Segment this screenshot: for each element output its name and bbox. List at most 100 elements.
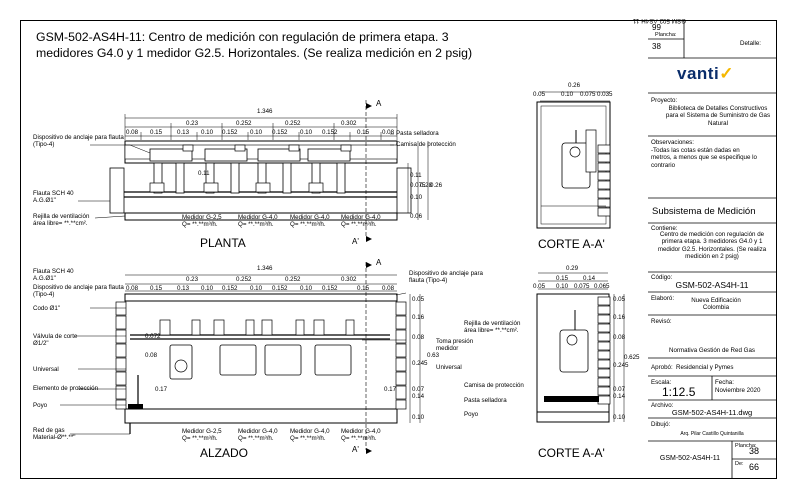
corte-bottom-dim-r4: 0.625 <box>624 354 640 361</box>
alzado-dispositivo-right: Dispositivo de anclaje para flauta (Tipo… <box>409 270 483 285</box>
alzado-dim-low-5: 0.152 <box>222 285 238 292</box>
titleblock-rot-code: GSM-502-AS4H-11 <box>632 17 686 24</box>
alzado-dim-right-4: 0.63 <box>427 352 440 359</box>
planta-dim-total: 1.346 <box>257 108 273 115</box>
escala-label: Escala: <box>651 379 672 386</box>
proyecto-value: Biblioteca de Detalles Constructivos par… <box>665 105 771 127</box>
alzado-codo: Codo Ø1" <box>33 305 60 312</box>
observaciones-value: -Todas las cotas están dadas en metros, … <box>651 147 757 169</box>
alzado-dim-low-3: 0.13 <box>177 285 190 292</box>
alzado-dim-mid-4: 0.302 <box>341 276 357 283</box>
planta-medidor-4-q: Q= **.**m³/h. <box>341 221 377 228</box>
de-label: De: <box>735 461 744 467</box>
elaboro-label: Elaboró: <box>651 295 675 302</box>
alzado-medidor-4: Medidor G-4,0 <box>341 428 381 435</box>
planta-dim-low-10: 0.15 <box>357 129 370 136</box>
corte-top-dim-3: 0.075 <box>580 91 596 98</box>
planta-medidor-1-q: Q= **.**m³/h. <box>182 221 218 228</box>
subsistema: Subsistema de Medición <box>652 206 756 217</box>
planta-dim-low-2: 0.15 <box>150 129 163 136</box>
alzado-dim-mid-2: 0.252 <box>236 276 252 283</box>
aprobo-label: Aprobó: <box>651 364 673 371</box>
alzado-medidor-3-q: Q= **.**m³/h. <box>290 435 326 442</box>
proyecto-label: Proyecto: <box>651 97 678 104</box>
corte-top-dim-1: 0.05 <box>533 91 546 98</box>
sheet-title: GSM-502-AS4H-11: Centro de medición con … <box>36 30 473 60</box>
titleblock-rot-num1: 99 <box>652 23 661 32</box>
planta-medidor-1: Medidor G-2,5 <box>182 214 222 221</box>
brand-logo: vanti✓ <box>677 64 734 84</box>
alzado-dim-right-6: 0.07 <box>412 386 425 393</box>
contiene-value: Centro de medición con regulación de pri… <box>657 231 767 261</box>
alzado-camisa-right: Camisa de protección <box>464 382 524 389</box>
alzado-dim-mid-1: 0.23 <box>186 276 199 283</box>
brand-check-icon: ✓ <box>719 64 734 83</box>
alzado-universal-right: Universal <box>436 364 462 371</box>
corte-bottom-dim-b3: 0.075 <box>574 283 590 290</box>
contiene-label: Contiene: <box>651 225 678 232</box>
corte-top-dim: 0.26 <box>568 82 581 89</box>
corte-bottom-dim: 0.29 <box>566 265 579 272</box>
alzado-medidor-3: Medidor G-4,0 <box>290 428 330 435</box>
alzado-poyo-right: Poyo <box>464 411 479 418</box>
planta-medidor-3: Medidor G-4,0 <box>290 214 330 221</box>
alzado-dim-low-11: 0.08 <box>382 285 395 292</box>
titleblock-rot-detalle: Detalle: <box>740 40 761 47</box>
elaboro-value: Nueva Edificación Colombia <box>691 297 741 312</box>
archivo-label: Archivo: <box>651 402 674 409</box>
titleblock-rot-num2: 38 <box>652 42 661 51</box>
alzado-dim-low-9: 0.152 <box>322 285 338 292</box>
alzado-dim-total: 1.346 <box>257 265 273 272</box>
planta-dim-low-3: 0.13 <box>177 129 190 136</box>
bottom-code: GSM-502-AS4H-11 <box>659 455 721 462</box>
corte-bottom-dim-r5: 0.245 <box>613 362 629 369</box>
corte-top-label: CORTE A-A' <box>538 237 605 251</box>
alzado-dim-low-8: 0.10 <box>300 285 313 292</box>
plancha-label: Plancha: <box>735 443 757 449</box>
alzado-dim-inner-2: 0.08 <box>145 352 158 359</box>
corte-bottom-dim-r3: 0.08 <box>613 334 626 341</box>
alzado-dim-right-2: 0.16 <box>412 314 425 321</box>
titleblock-rot-plancha: Plancha: <box>655 32 677 38</box>
alzado-label: ALZADO <box>200 446 249 460</box>
planta-dim-low-6: 0.10 <box>250 129 263 136</box>
fecha-label: Fecha: <box>715 379 734 386</box>
planta-dim-low-5: 0.152 <box>222 129 238 136</box>
planta-dim-right-2: 0.075 <box>410 182 426 189</box>
planta-section-a: A <box>376 99 382 108</box>
codigo-value: GSM-502-AS4H-11 <box>675 280 749 290</box>
planta-medidor-4: Medidor G-4,0 <box>341 214 381 221</box>
corte-bottom-drawing <box>536 272 625 423</box>
planta-dim-low-4: 0.10 <box>201 129 214 136</box>
alzado-elemento: Elemento de protección <box>33 385 99 392</box>
alzado-flauta: Flauta SCH 40 A.G.Ø1" <box>33 268 74 283</box>
alzado-section-a: A <box>376 258 382 267</box>
alzado-pasta-right: Pasta selladora <box>464 397 507 404</box>
planta-medidor-2: Medidor G-4,0 <box>238 214 278 221</box>
codigo-label: Código: <box>651 274 673 281</box>
planta-pasta: Pasta selladora <box>396 130 439 137</box>
alzado-dispositivo: Dispositivo de anclaje para flauta (Tipo… <box>33 284 124 299</box>
alzado-medidor-2-q: Q= **.**m³/h. <box>238 435 274 442</box>
alzado-dim-inner-3: 0.17 <box>155 386 168 393</box>
alzado-toma: Toma presión medidor <box>436 338 474 353</box>
planta-rejilla: Rejilla de ventilación área libre= **.**… <box>33 213 90 228</box>
planta-label: PLANTA <box>200 236 246 250</box>
alzado-poyo: Poyo <box>33 402 48 409</box>
alzado-dim-right-7: 0.14 <box>412 393 425 400</box>
planta-dim-mid-4: 0.302 <box>341 120 357 127</box>
planta-camisa: Camisa de protección <box>396 141 456 148</box>
reviso-value: Normativa Gestión de Red Gas <box>669 347 755 354</box>
alzado-dim-low-1: 0.08 <box>126 285 139 292</box>
planta-dim-mid-2: 0.252 <box>236 120 252 127</box>
corte-bottom-dim-r2: 0.16 <box>613 314 626 321</box>
titleblock-lines <box>648 20 776 478</box>
alzado-dim-right-3: 0.08 <box>412 334 425 341</box>
alzado-medidor-2: Medidor G-4,0 <box>238 428 278 435</box>
sheet-border <box>20 20 777 479</box>
fecha-value: Noviembre 2020 <box>715 387 761 394</box>
corte-top-dim-4: 0.035 <box>597 91 613 98</box>
alzado-dim-right-1: 0.05 <box>412 296 425 303</box>
corte-bottom-dim-b4: 0.065 <box>594 283 610 290</box>
planta-dim-inner: 0.11 <box>198 170 210 177</box>
